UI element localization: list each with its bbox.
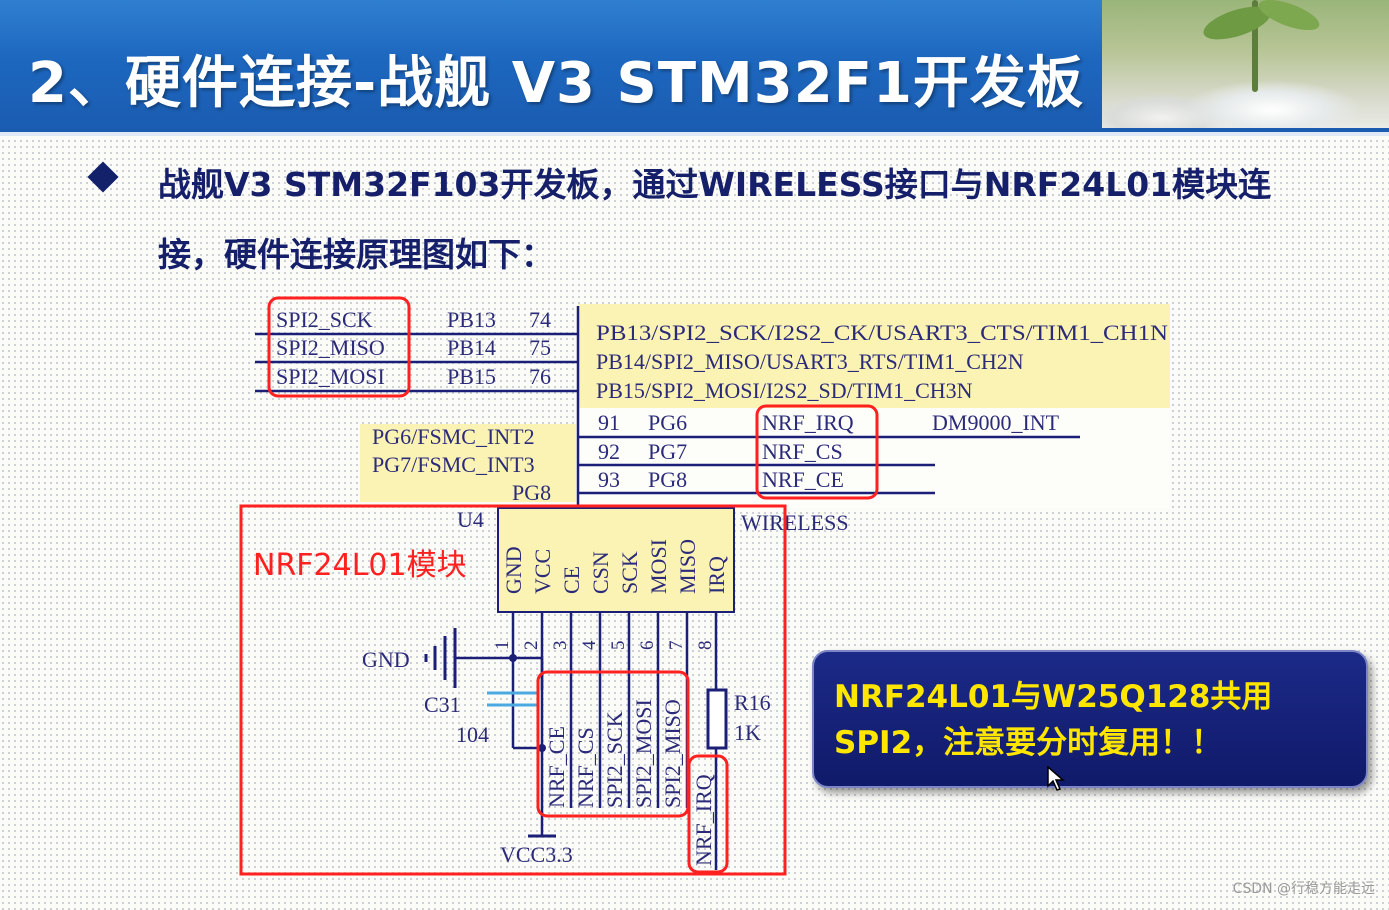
- spi-net-label: SPI2_SCK: [276, 307, 373, 332]
- pin-number: 2: [521, 641, 542, 651]
- resistor-symbol-icon: [706, 688, 728, 750]
- note-callout: NRF24L01与W25Q128共用SPI2，注意要分时复用！！: [812, 650, 1368, 788]
- mouse-cursor-icon: [1047, 766, 1065, 791]
- note-callout-text: NRF24L01与W25Q128共用SPI2，注意要分时复用！！: [834, 679, 1273, 761]
- ground-symbol-icon: [424, 628, 457, 688]
- lower-net-label: NRF_CE: [544, 726, 569, 808]
- nrf-net-label: NRF_CS: [762, 439, 843, 464]
- pin-number: 75: [529, 335, 551, 360]
- capacitor-symbol-icon: [487, 691, 537, 707]
- connector-pin-wires: [455, 612, 718, 870]
- connector-name: WIRELESS: [741, 510, 849, 535]
- bullet-text: 战舰V3 STM32F103开发板，通过WIRELESS接口与NRF24L01模…: [158, 165, 1272, 274]
- irq-highlight-box: [687, 754, 729, 874]
- spi-net-label: SPI2_MOSI: [276, 364, 385, 389]
- pin-name: PG6: [648, 410, 687, 435]
- connector-ref: U4: [457, 507, 484, 532]
- pg-function-panel: [360, 424, 576, 502]
- pg-function-text: PG7/FSMC_INT3: [372, 452, 535, 477]
- spi-net-label: SPI2_MISO: [276, 335, 385, 360]
- nrf-net-label: NRF_IRQ: [762, 410, 854, 435]
- nrf-net-label: NRF_CE: [762, 467, 844, 492]
- connector-pin-label: SCK: [617, 551, 642, 594]
- pin-number: 7: [666, 641, 687, 651]
- pin-name: PG8: [648, 467, 687, 492]
- pin-name: PG7: [648, 439, 687, 464]
- pin-number: 5: [608, 641, 629, 651]
- connector-pin-label: IRQ: [704, 556, 729, 594]
- sprout-stem: [1252, 0, 1258, 92]
- vcc-label: VCC3.3: [500, 842, 573, 867]
- pin-name: PB14: [447, 335, 496, 360]
- lower-net-label: SPI2_SCK: [602, 711, 627, 808]
- junction-dot: [509, 654, 517, 662]
- module-label: NRF24L01模块: [253, 548, 467, 583]
- pin-name: PB13: [447, 307, 496, 332]
- pb-function-text: PB14/SPI2_MISO/USART3_RTS/TIM1_CH2N: [596, 349, 1024, 374]
- pin-number: 92: [598, 439, 620, 464]
- lower-net-label: SPI2_MOSI: [631, 699, 656, 808]
- resistor-ref: R16: [734, 690, 771, 715]
- wireless-connector: [497, 507, 735, 613]
- lower-net-label: NRF_CS: [573, 727, 598, 808]
- connector-pin-label: MOSI: [646, 539, 671, 594]
- nrf-highlight-box: [755, 404, 879, 500]
- slide-header: 2、硬件连接-战舰 V3 STM32F1开发板: [0, 0, 1389, 136]
- capacitor-value: 104: [456, 722, 489, 747]
- pin-number: 6: [637, 641, 658, 651]
- watermark: CSDN @行稳方能走远: [1232, 881, 1375, 897]
- junction-dot: [538, 744, 546, 752]
- capacitor-ref: C31: [424, 692, 461, 717]
- gnd-label: GND: [362, 647, 410, 672]
- lower-net-label: SPI2_MISO: [660, 699, 685, 808]
- pb-function-text: PB15/SPI2_MOSI/I2S2_SD/TIM1_CH3N: [596, 378, 973, 403]
- connector-pin-label: VCC: [530, 549, 555, 594]
- connector-pin-label: CSN: [588, 551, 613, 594]
- pin-number: 91: [598, 410, 620, 435]
- bus-highlight-box: [536, 670, 690, 818]
- pb-function-text: PB13/SPI2_SCK/I2S2_CK/USART3_CTS/TIM1_CH…: [596, 320, 1168, 345]
- pin-number: 3: [550, 641, 571, 651]
- connector-pin-label: MISO: [675, 539, 700, 594]
- resistor-value: 1K: [734, 720, 761, 745]
- dm9000-net-label: DM9000_INT: [932, 410, 1060, 435]
- pg-area-bg: [578, 408, 1170, 508]
- pin-number: 4: [579, 640, 600, 650]
- lower-net-label: NRF_IRQ: [691, 774, 716, 866]
- spi-highlight-box: [267, 296, 411, 398]
- pin-number: 76: [529, 364, 551, 389]
- highlight-boxes: [239, 296, 879, 876]
- module-highlight-box: [239, 504, 787, 876]
- connector-pin-label: CE: [559, 566, 584, 594]
- pin-name: PB15: [447, 364, 496, 389]
- pg-function-text: PG8: [512, 480, 551, 505]
- sprout-photo: [1102, 0, 1389, 128]
- slide-title: 2、硬件连接-战舰 V3 STM32F1开发板: [28, 51, 1084, 116]
- pin-number: 8: [695, 641, 716, 651]
- pin-number: 93: [598, 467, 620, 492]
- pg-function-text: PG6/FSMC_INT2: [372, 424, 535, 449]
- pin-number: 74: [529, 307, 551, 332]
- pb-function-panel: [578, 304, 1170, 408]
- connector-pin-label: GND: [501, 546, 526, 594]
- pin-number: 1: [492, 641, 513, 651]
